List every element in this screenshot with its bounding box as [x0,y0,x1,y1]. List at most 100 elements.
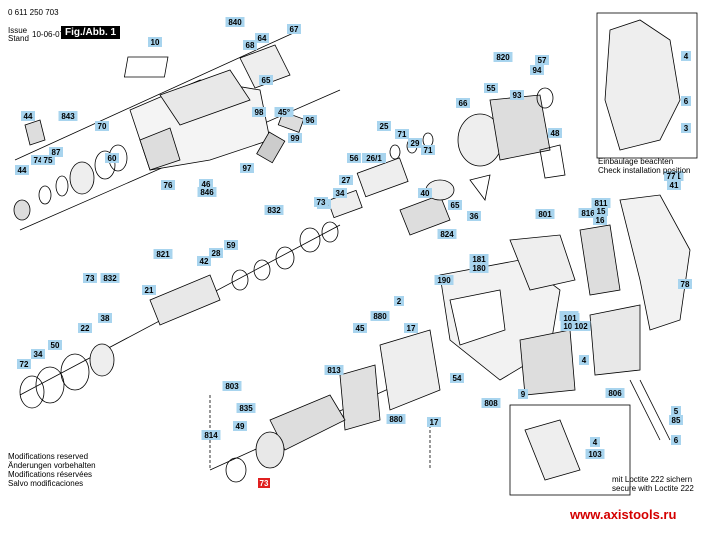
callout-text: 71 [398,130,407,139]
callout-text: 38 [101,314,110,323]
callout-text: 66 [459,99,468,108]
website-link[interactable]: www.axistools.ru [570,507,677,522]
callout-label: 96 [303,115,317,125]
callout-label: 44 [21,111,35,121]
modifications-note: Modifications reserved Änderungen vorbeh… [8,452,96,488]
callout-label: 44 [15,165,29,175]
callout-text: 34 [336,189,345,198]
callout-text: 50 [51,341,60,350]
callout-text: 806 [608,389,622,398]
callout-label: 821 [153,249,173,259]
callout-text: 41 [670,181,679,190]
callout-label: 813 [324,365,344,375]
callout-label: 820 [493,52,513,62]
callout-label: 9 [518,389,528,399]
callout-text: 42 [200,257,209,266]
callout-label: 21 [142,285,156,295]
callout-label: 835 [236,403,256,413]
callout-label: 77 [664,171,678,181]
callout-label: 73 [83,273,97,283]
callout-label: 40 [418,188,432,198]
callout-text: 880 [373,312,387,321]
callout-label: 10 [148,37,162,47]
callout-label: 190 [434,275,454,285]
callout-label: 880 [386,414,406,424]
callout-text: 816 [581,209,595,218]
callout-text: 803 [225,382,239,391]
callout-text: 96 [306,116,315,125]
callout-label: 814 [201,430,221,440]
callout-text: 34 [34,350,43,359]
callout-text: 45 [356,324,365,333]
callout-text: 824 [440,230,454,239]
callout-label: 28 [209,248,223,258]
stand-label: Stand [8,34,29,43]
callout-text: 2 [397,297,402,306]
callout-label: 4 [590,437,600,447]
callout-text: 98 [255,108,264,117]
callout-text: 801 [538,210,552,219]
callout-label: 71 [395,129,409,139]
part-number: 0 611 250 703 [8,8,59,17]
callout-text: 6 [674,436,679,445]
loctite-note-en: secure with Loctite 222 [612,484,694,493]
callout-text: 190 [437,276,451,285]
callout-text: 180 [472,264,486,273]
callout-text: 811 [595,199,608,208]
callout-label: 34 [31,349,45,359]
callout-text: 21 [145,286,154,295]
callout-label: 76 [161,180,175,190]
callout-text: 74 [34,156,43,165]
callout-text: 181 [472,255,486,264]
callout-label: 843 [58,111,78,121]
callout-text: 26/1 [366,154,382,163]
callout-text: 65 [262,76,271,85]
callout-text: 67 [290,25,299,34]
callout-label: 66 [456,98,470,108]
callout-text: 48 [551,129,560,138]
callout-text: 4 [582,356,587,365]
callout-text: 93 [513,91,522,100]
installation-note-en: Check installation position [598,166,691,175]
callout-label: 27 [339,175,353,185]
callout-label: 78 [678,279,692,289]
callout-text: 76 [164,181,173,190]
callout-label: 4 [579,355,589,365]
callout-label: 180 [469,263,489,273]
callout-label: 98 [252,107,266,117]
callout-label: 16 [593,215,607,225]
callout-label: 15 [594,206,608,216]
callout-text: 56 [350,154,359,163]
callout-text: 15 [597,207,606,216]
callout-text: 57 [538,56,547,65]
callout-text: 16 [596,216,605,225]
callout-text: 49 [236,422,245,431]
callout-text: 68 [246,41,255,50]
callout-text-highlighted: 73 [260,479,269,488]
callout-label: 70 [95,121,109,131]
callout-text: 835 [239,404,253,413]
callout-text: 17 [407,324,416,333]
callout-text: 846 [200,188,214,197]
callout-text: 73 [317,198,326,207]
callout-label: 74 [31,155,45,165]
callout-text: 70 [98,122,107,131]
callout-text: 101 [563,322,577,331]
callout-label: 59 [224,240,238,250]
callout-label: 41 [667,180,681,190]
callout-label: 824 [437,229,457,239]
callout-text: 820 [496,53,510,62]
callout-label: 102 [571,321,591,331]
callout-label: 38 [98,313,112,323]
callout-text: 29 [411,139,420,148]
callout-text: 840 [228,18,242,27]
callout-label: 49 [233,421,247,431]
callout-text: 71 [424,146,433,155]
callout-text: 87 [52,148,61,157]
callout-label: 101 [560,321,580,331]
callout-text: 4 [684,52,689,61]
callout-label: 68 [243,40,257,50]
